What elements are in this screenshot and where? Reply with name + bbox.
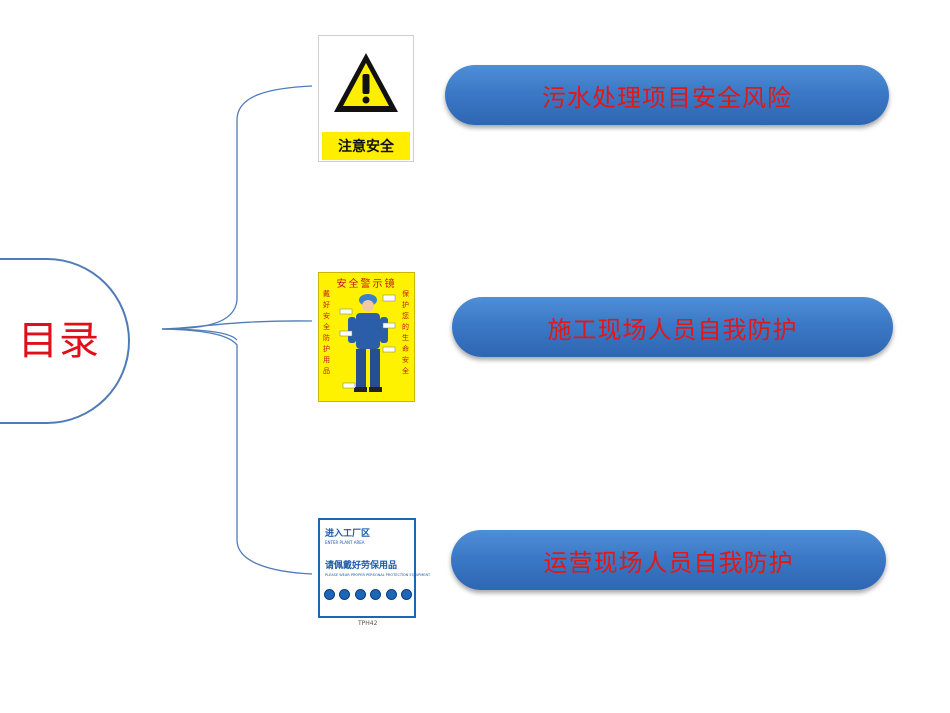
toc-item-label: 运营现场人员自我防护 [543,548,794,577]
ppe-sign-image: 进入工厂区 ENTER PLANT AREA 请佩戴好劳保用品 PLEASE W… [318,518,430,618]
connector-trunk [161,85,313,330]
connector-mid-branch [161,320,313,330]
ppe-sign-code: TPH42 [358,620,378,627]
connector-middle [161,328,238,341]
boots-icon [354,589,366,600]
mask-icon [339,589,351,600]
caution-sign-image: 注意安全 [318,35,414,162]
ppe-icons-row [324,589,412,605]
safety-poster-image: 安全警示镜 戴好安全防护用品 保护您的生命安全 [318,272,415,402]
ppe-sign-line1: 进入工厂区 [325,529,371,539]
gloves-icon [400,589,412,600]
poster-right-column: 保护您的生命安全 [402,290,409,375]
toc-item-sewage-risk[interactable]: 污水处理项目安全风险 [445,65,889,125]
warning-triangle-icon [334,53,398,112]
ppe-sign-line4: PLEASE WEAR PROPER PERSONAL PROTECTION E… [325,573,431,577]
connector-mid-branch-b [161,328,313,575]
toc-item-label: 施工现场人员自我防护 [547,315,798,344]
caution-caption: 注意安全 [322,132,410,160]
ppe-sign-line2: ENTER PLANT AREA [325,540,365,545]
poster-left-column: 戴好安全防护用品 [323,290,330,375]
ppe-sign-line3: 请佩戴好劳保用品 [325,561,398,571]
ear-protection-icon [385,589,397,600]
goggles-icon [370,589,382,600]
poster-header: 安全警示镜 [336,279,397,290]
helmet-icon [324,589,335,600]
toc-title: 目录 [18,318,100,364]
toc-item-construction-protection[interactable]: 施工现场人员自我防护 [452,297,893,357]
worker-figure-icon [339,294,396,392]
toc-item-operation-protection[interactable]: 运营现场人员自我防护 [451,530,886,590]
toc-item-label: 污水处理项目安全风险 [542,83,792,112]
toc-tab [0,258,130,424]
